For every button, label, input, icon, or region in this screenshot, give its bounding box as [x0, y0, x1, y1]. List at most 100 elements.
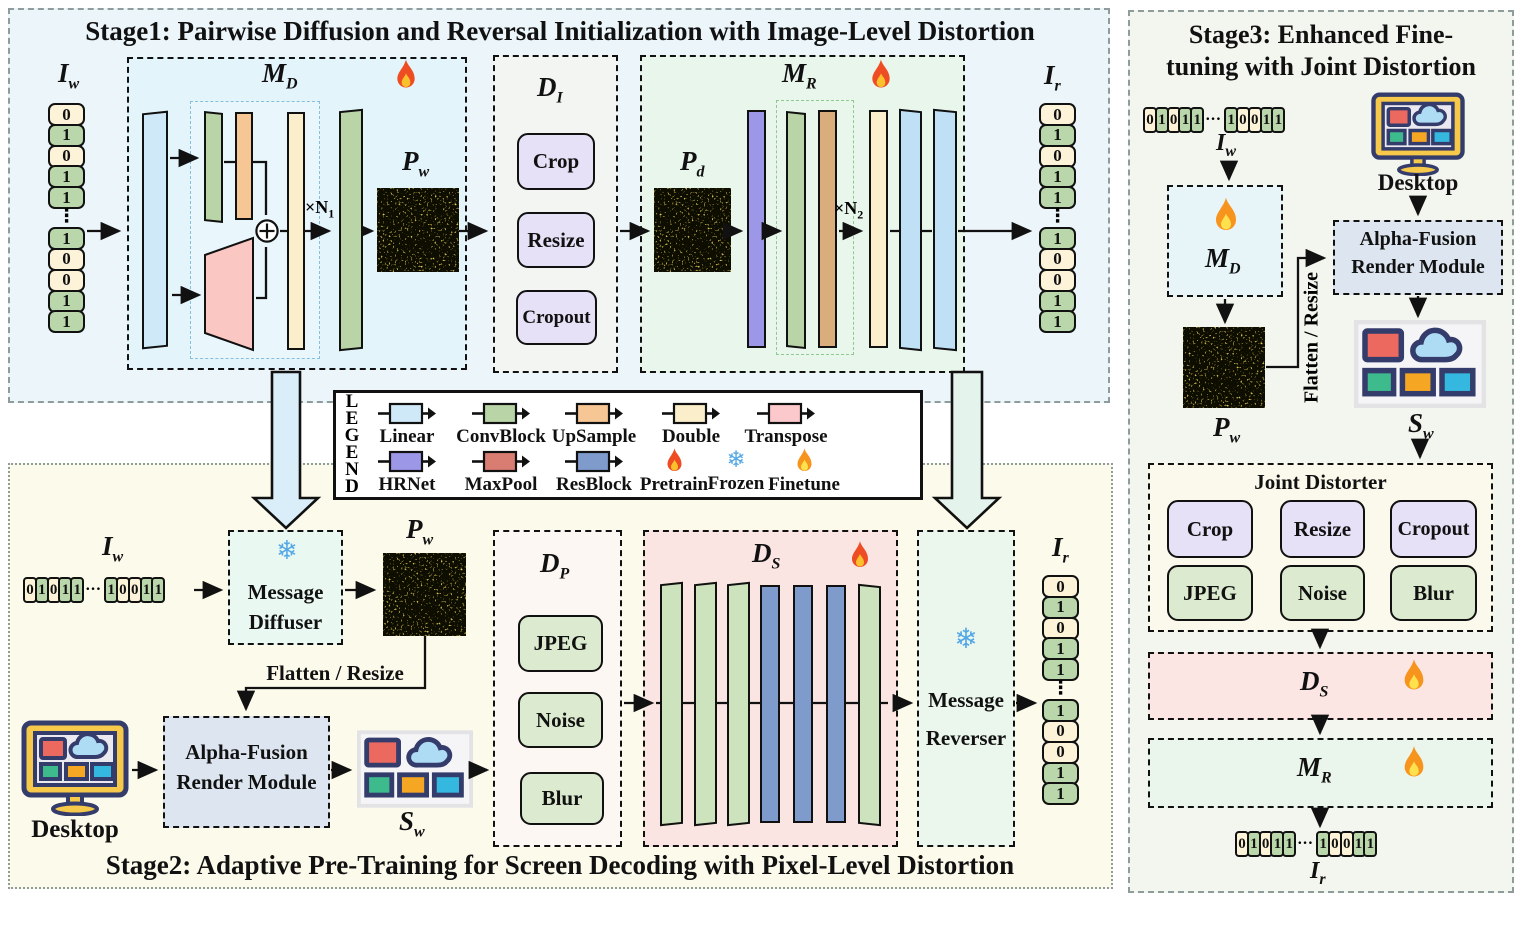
alpha-fusion-label-line1: Alpha-Fusion	[1359, 228, 1477, 250]
bit-cell: 0	[1039, 247, 1076, 271]
upsample-layer	[818, 110, 837, 348]
joint-distorter-title: Joint Distorter	[1254, 470, 1387, 494]
stage3-mr-module	[1148, 738, 1493, 808]
bit-cell: 1	[1190, 107, 1205, 133]
finetune-flame-icon	[1400, 745, 1428, 780]
bit-cell: 0	[1039, 103, 1076, 126]
watermarked-screen-image	[357, 730, 473, 808]
legend-item-maxpool: MaxPool	[455, 450, 547, 496]
bit-cell: 1	[1042, 658, 1079, 682]
linear-swatch	[378, 402, 436, 425]
cropout-distortion-button: Cropout	[516, 290, 597, 345]
bit-cell: 1	[48, 310, 85, 334]
stage1-pd-label: Pd	[680, 146, 705, 181]
double-layer	[869, 110, 888, 348]
bit-cell: 0	[1042, 719, 1079, 743]
stage2-sw-label: Sw	[399, 806, 425, 841]
stage3-title-line1: Stage3: Enhanced Fine-	[1188, 20, 1454, 49]
stage3-title-line2: tuning with Joint Distortion	[1166, 52, 1476, 81]
stage1-ir-label: Ir	[1044, 60, 1061, 95]
noise-distortion-button: Noise	[1280, 565, 1365, 621]
finetune-flame-icon	[1211, 196, 1241, 234]
stage3-ir-label: Ir	[1310, 858, 1326, 888]
cropout-distortion-button: Cropout	[1390, 500, 1477, 558]
bit-cell: 0	[48, 103, 85, 126]
desktop-label: Desktop	[31, 816, 119, 843]
alpha-fusion-label-line2: Render Module	[176, 770, 317, 794]
stage2-title: Stage2: Adaptive Pre-Training for Screen…	[105, 850, 1015, 880]
convblock-layer	[858, 583, 881, 827]
alpha-fusion-label-line2: Render Module	[1351, 256, 1485, 278]
legend-item-double: Double	[645, 402, 737, 448]
watermark-pattern-image	[377, 188, 459, 272]
watermark-pattern-image	[383, 553, 466, 636]
convblock-layer	[694, 581, 717, 827]
legend-item-resblock: ResBlock	[548, 450, 640, 496]
resblock-layer	[826, 585, 846, 823]
stage1-mr-label: MR	[782, 58, 817, 93]
convblock-layer	[786, 110, 806, 350]
stage3-pw-label: Pw	[1213, 412, 1241, 447]
stage2-ir-label: Ir	[1052, 532, 1069, 567]
flatten-resize-label: Flatten / Resize	[266, 661, 404, 685]
linear-layer	[142, 110, 168, 350]
stage3-ds-label: DS	[1300, 666, 1329, 701]
legend-box	[333, 390, 923, 500]
legend-item-frozen: ❄ Frozen	[707, 447, 765, 494]
flatten-resize-label: Flatten / Resize	[1300, 271, 1323, 404]
bit-cell: 0	[1235, 107, 1250, 133]
bit-cell: 1	[1042, 595, 1079, 619]
bit-cell: 0	[1039, 144, 1076, 168]
legend-item-transpose: Transpose	[740, 402, 832, 448]
stage2-iw-label: Iw	[102, 531, 124, 566]
pretrain-flame-icon	[664, 447, 685, 474]
finetune-flame-icon	[848, 540, 872, 570]
finetune-flame-icon	[1400, 658, 1428, 693]
transpose-swatch	[757, 402, 815, 425]
upsample-swatch	[565, 402, 623, 425]
desktop-icon	[1370, 92, 1466, 176]
bit-cell: 1	[1363, 831, 1378, 857]
watermark-pattern-image	[1183, 327, 1265, 408]
alpha-fusion-module	[1333, 220, 1503, 295]
bit-cell: 1	[1039, 310, 1076, 334]
bit-cell: 1	[48, 186, 85, 210]
bit-cell: 1	[1271, 107, 1286, 133]
jpeg-distortion-button: JPEG	[1167, 565, 1253, 621]
frozen-snowflake-icon: ❄	[726, 447, 746, 473]
bits-ellipsis: ⋮	[1048, 205, 1067, 228]
bit-cell: 1	[1042, 637, 1079, 661]
linear-layer	[899, 108, 922, 352]
finetune-flame-icon	[794, 447, 815, 474]
bit-cell: 0	[48, 247, 85, 271]
legend-item-linear: Linear	[361, 402, 453, 448]
stage3-sw-label: Sw	[1408, 408, 1434, 443]
linear-layer	[933, 108, 957, 352]
message-diffuser-label-line2: Diffuser	[248, 610, 323, 634]
double-layer	[287, 112, 305, 350]
stage1-di-label: DI	[537, 72, 563, 107]
resize-distortion-button: Resize	[1280, 500, 1365, 558]
noise-distortion-button: Noise	[518, 692, 603, 748]
bit-cell: 1	[48, 289, 85, 313]
crop-distortion-button: Crop	[1167, 500, 1253, 558]
stage3-md-label: MD	[1205, 243, 1241, 278]
message-diffuser-label-line1: Message	[247, 580, 324, 604]
bit-cell: 1	[1282, 831, 1297, 857]
add-operator-icon	[255, 219, 279, 243]
stage2-pw-label: Pw	[406, 514, 434, 549]
stage1-iw-label: Iw	[58, 58, 80, 93]
bits-ellipsis: ⋮	[1051, 677, 1070, 700]
hrnet-layer	[747, 110, 766, 348]
message-reverser-module	[917, 530, 1015, 847]
legend-item-pretrain: Pretrain	[630, 447, 718, 496]
bits-ellipsis: ···	[1297, 835, 1314, 852]
resblock-layer	[760, 585, 780, 823]
convblock-layer	[727, 581, 750, 827]
resblock-layer	[793, 585, 813, 823]
convblock-layer	[339, 108, 363, 352]
bit-cell: 1	[48, 227, 85, 251]
